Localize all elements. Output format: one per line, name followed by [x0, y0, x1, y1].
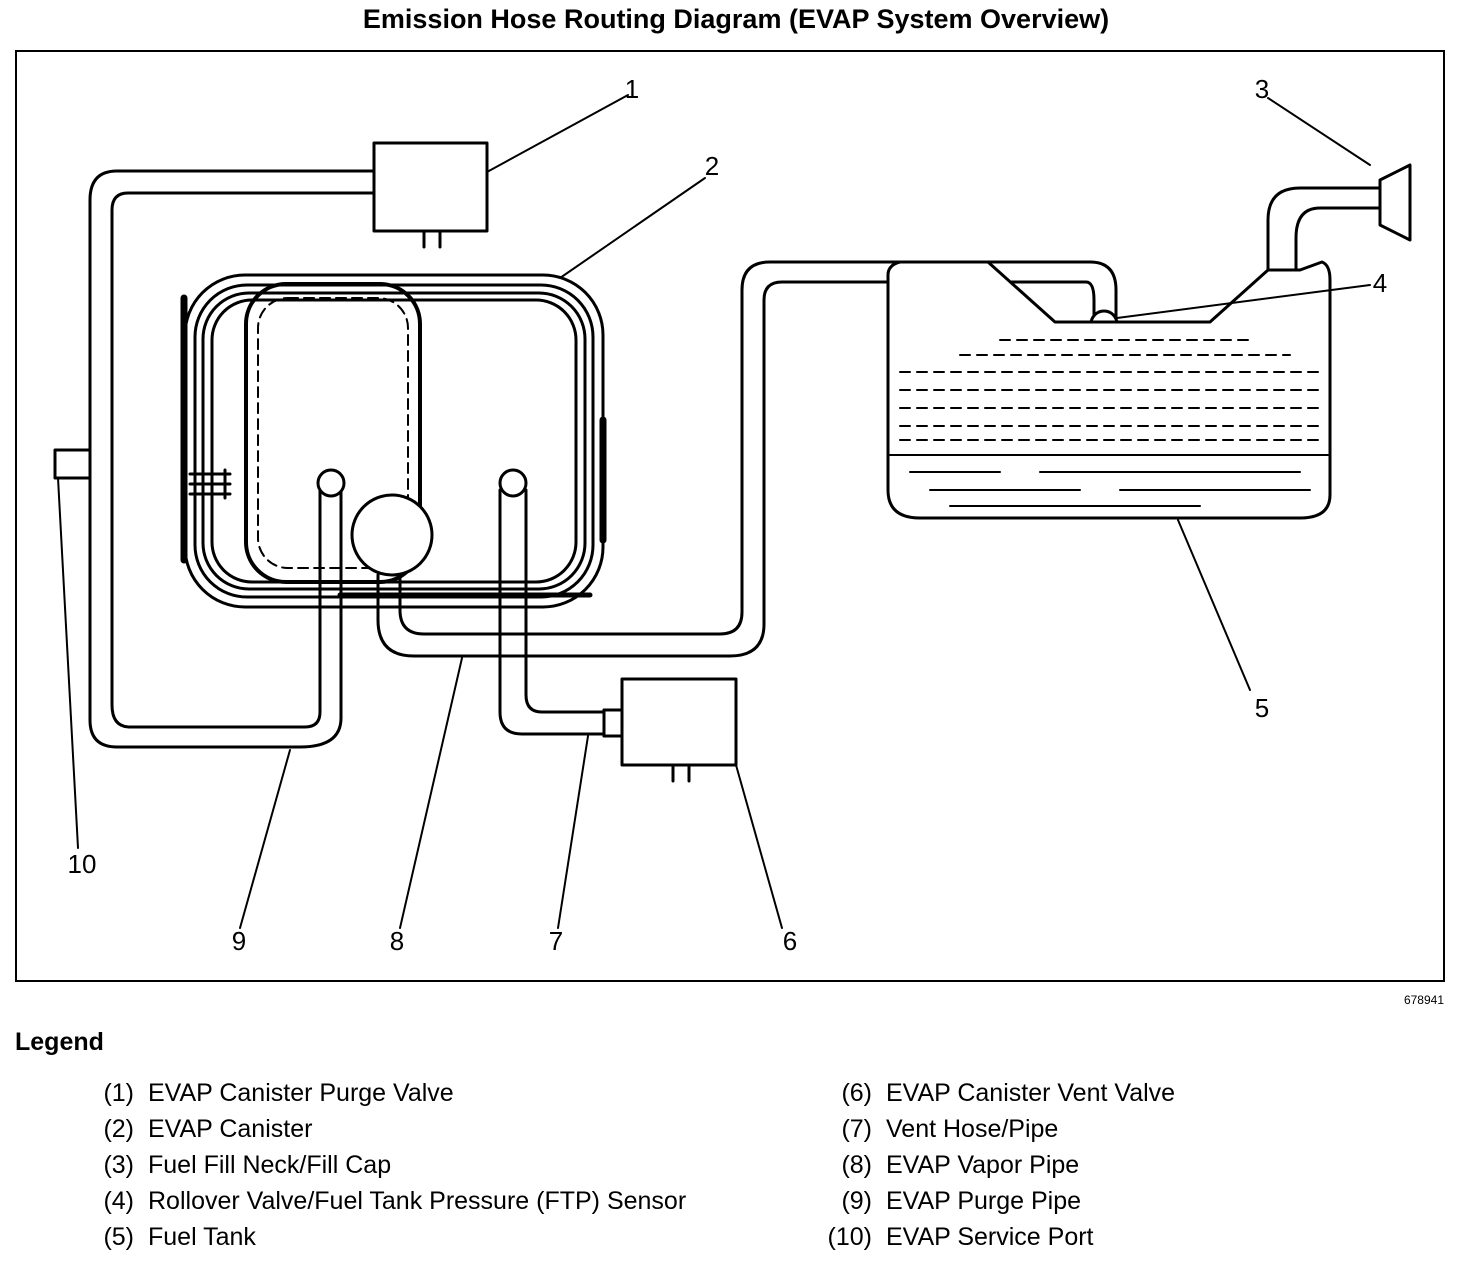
canister-shape	[180, 273, 607, 609]
fill-neck-shape	[1266, 163, 1412, 272]
callout-1: 1	[625, 74, 639, 104]
legend-number: (8)	[841, 1151, 872, 1179]
callout-6: 6	[783, 926, 797, 956]
legend-text: EVAP Canister Vent Valve	[886, 1079, 1176, 1107]
callout-2: 2	[705, 151, 719, 181]
legend-text: EVAP Canister	[148, 1115, 313, 1143]
legend-item: (4) Rollover Valve/Fuel Tank Pressure (FT…	[72, 1186, 732, 1216]
figure-number: 678941	[1403, 993, 1444, 1007]
legend-number: (1)	[103, 1079, 134, 1107]
fuel-tank-shape	[886, 260, 1332, 520]
legend-item: (9) EVAP Purge Pipe	[810, 1186, 1430, 1216]
legend-number: (5)	[103, 1223, 134, 1251]
legend-item: (7) Vent Hose/Pipe	[810, 1114, 1430, 1144]
legend-text: Vent Hose/Pipe	[886, 1115, 1059, 1143]
legend-left-column: (1) EVAP Canister Purge Valve (2) EVAP Can…	[72, 1078, 732, 1258]
legend-number: (10)	[827, 1223, 872, 1251]
legend-number: (3)	[103, 1151, 134, 1179]
legend-item: (3) Fuel Fill Neck/Fill Cap	[72, 1150, 732, 1180]
callout-8: 8	[390, 926, 404, 956]
legend-text: Fuel Tank	[148, 1223, 256, 1251]
purge-valve-shape	[372, 141, 489, 249]
legend-text: EVAP Service Port	[886, 1223, 1094, 1251]
legend-text: EVAP Canister Purge Valve	[148, 1079, 454, 1107]
purge-pipe-shape	[53, 169, 376, 749]
legend-number: (6)	[841, 1079, 872, 1107]
legend-item: (6) EVAP Canister Vent Valve	[810, 1078, 1430, 1108]
legend-heading: Legend	[15, 1028, 104, 1056]
diagram-title: Emission Hose Routing Diagram (EVAP Syst…	[362, 4, 1110, 34]
leader-lines	[57, 94, 1371, 929]
legend-item: (10) EVAP Service Port	[810, 1222, 1430, 1252]
vent-valve-shape	[620, 677, 738, 783]
legend-number: (4)	[103, 1187, 134, 1215]
callout-7: 7	[549, 926, 563, 956]
legend-item: (5) Fuel Tank	[72, 1222, 732, 1252]
legend-number: (9)	[841, 1187, 872, 1215]
callout-10: 10	[68, 849, 97, 879]
legend-text: EVAP Vapor Pipe	[886, 1151, 1080, 1179]
legend-number: (2)	[103, 1115, 134, 1143]
legend-item: (1) EVAP Canister Purge Valve	[72, 1078, 732, 1108]
legend-text: EVAP Purge Pipe	[886, 1187, 1082, 1215]
legend-number: (7)	[841, 1115, 872, 1143]
legend-text: Rollover Valve/Fuel Tank Pressure (FTP) …	[148, 1187, 687, 1215]
hose-routing-diagram: 1 2 3 4 5 6 7 8 9 10	[53, 74, 1412, 956]
callout-9: 9	[232, 926, 246, 956]
callout-5: 5	[1255, 693, 1269, 723]
diagram-frame	[15, 50, 1445, 982]
legend-text: Fuel Fill Neck/Fill Cap	[148, 1151, 392, 1179]
legend-item: (2) EVAP Canister	[72, 1114, 732, 1144]
legend-item: (8) EVAP Vapor Pipe	[810, 1150, 1430, 1180]
callout-3: 3	[1255, 74, 1269, 104]
vent-pipe-shape	[498, 468, 624, 738]
callout-4: 4	[1373, 268, 1387, 298]
legend-right-column: (6) EVAP Canister Vent Valve (7) Vent Hose…	[810, 1078, 1430, 1258]
